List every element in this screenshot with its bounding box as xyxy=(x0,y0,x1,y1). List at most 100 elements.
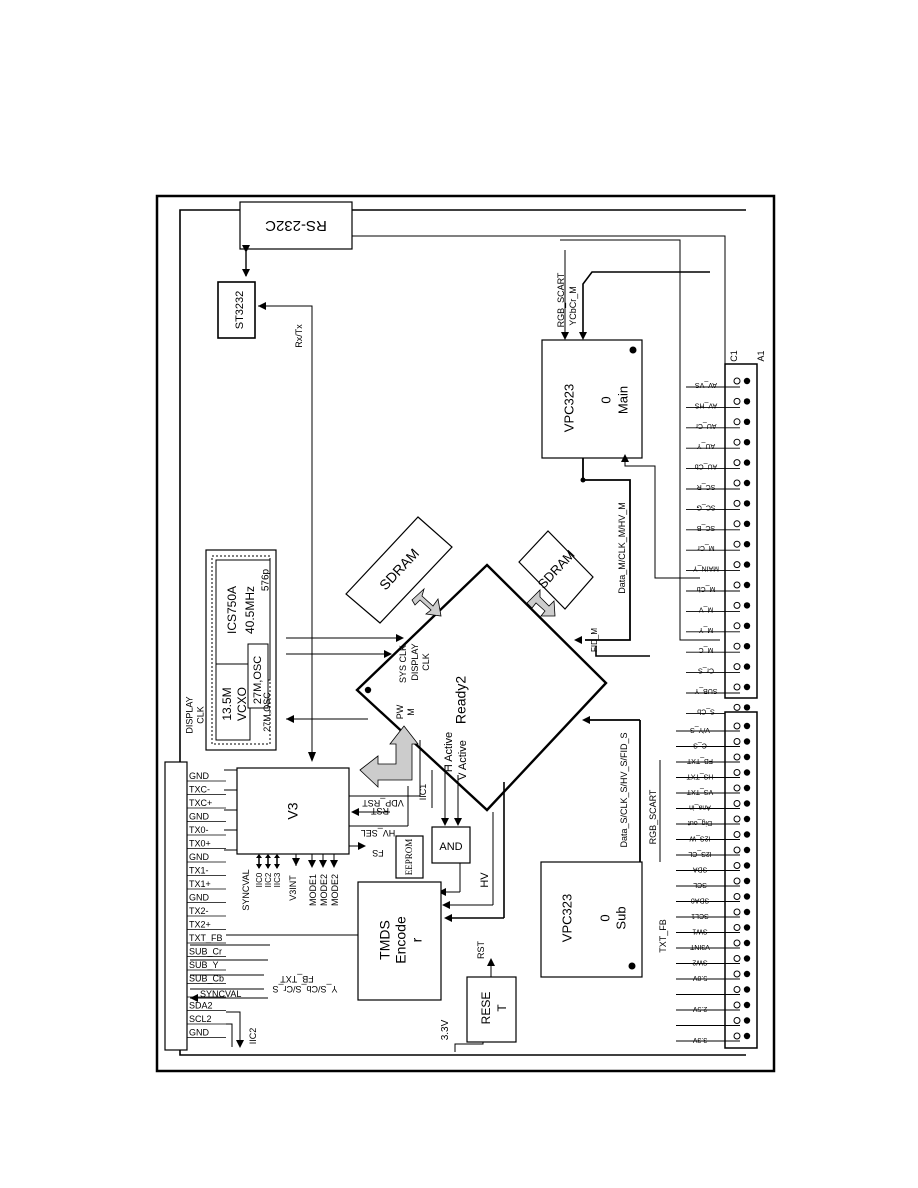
svg-text:TMDS: TMDS xyxy=(377,920,393,960)
iic-bus-arrow xyxy=(256,864,262,869)
connector-pin-dot xyxy=(743,439,751,446)
left-connector-pin-label: TX0- xyxy=(189,825,209,835)
iic-bus-arrow xyxy=(274,854,280,858)
hv-sel-label: HV_SEL xyxy=(361,828,396,838)
connector-pin-hole xyxy=(733,769,741,776)
connector-b-pin-label: SW1 xyxy=(692,928,707,935)
h-active-label: H Active xyxy=(443,732,455,772)
left-connector-pin-label: SUB_Cb xyxy=(189,974,224,984)
sdram-block-1: SDRAM xyxy=(345,516,453,624)
ys-label: Y_S/Cb_S/Cr_S xyxy=(272,984,337,994)
mode-label: MODE2 xyxy=(330,874,340,906)
tmds-encoder-block: TMDS Encode r xyxy=(357,881,442,1001)
connector-pin-hole xyxy=(733,986,741,993)
connector-pin-dot xyxy=(743,784,751,792)
connector-pin-dot xyxy=(743,520,751,527)
connector-pin-dot xyxy=(743,1017,751,1024)
connector-pin-hole xyxy=(733,601,741,609)
connector-pin-dot xyxy=(743,862,751,869)
connector-pin-hole xyxy=(733,862,741,869)
connector-pin-hole xyxy=(733,815,741,823)
fid-m-label: FID_M xyxy=(590,628,599,652)
left-connector-pin-label: GND xyxy=(189,771,210,781)
connector-pin-dot xyxy=(743,643,751,650)
v3-block: V3 xyxy=(236,767,350,855)
connector-pin-hole xyxy=(733,784,741,792)
connector-pin-hole xyxy=(733,753,741,761)
connector-pin-dot xyxy=(743,459,751,466)
reset-block: RESE T xyxy=(466,976,517,1043)
svg-text:576p: 576p xyxy=(261,568,272,591)
display-clk-label-1: DISPLAY xyxy=(410,643,420,680)
svg-text:RESE: RESE xyxy=(479,992,493,1025)
connector-pin-hole xyxy=(733,1032,741,1040)
connector-pin-hole xyxy=(733,939,741,947)
left-connector xyxy=(164,761,188,1051)
connector-pin-dot xyxy=(743,769,751,776)
connector-pin-dot xyxy=(743,800,751,807)
left-connector-pin-label: GND xyxy=(189,893,210,903)
vpc3230-sub-block: VPC323 0 Sub xyxy=(540,861,643,978)
svg-text:EEPROM: EEPROM xyxy=(404,839,414,876)
connector-a1-pin-label: SC_G xyxy=(696,503,715,510)
connector-pin-hole xyxy=(733,970,741,978)
connector-pin-hole xyxy=(733,738,741,745)
c1-label: C1 xyxy=(729,350,739,362)
outer-frame xyxy=(155,194,776,1073)
connector-pin-dot xyxy=(743,704,751,711)
connector-pin-dot xyxy=(743,1032,751,1040)
connector-pin-hole xyxy=(733,924,741,931)
connector-pin-hole xyxy=(733,459,741,467)
rs232c-block: RS-232C xyxy=(239,201,353,250)
connector-b-pin-label: SDA0 xyxy=(691,897,709,904)
mode-label: MODE2 xyxy=(319,874,329,906)
svg-text:T: T xyxy=(495,1004,509,1012)
connector-b-pin-label: 5.0V xyxy=(692,974,707,981)
connector-pin-dot xyxy=(743,683,751,691)
connector-pin-hole xyxy=(733,561,741,569)
rgb-scart-label: RGB_SCART xyxy=(556,272,566,327)
connector-pin-dot xyxy=(743,561,751,568)
connector-pin-hole xyxy=(733,397,741,405)
left-connector-pin-label: TXC- xyxy=(189,785,210,795)
v3-link-arrow xyxy=(359,725,419,788)
left-connector-pin-label: SDA2 xyxy=(189,1001,213,1011)
v-active-label: V Active xyxy=(457,740,469,780)
rgb-scart2-label: RGB_SCART xyxy=(648,789,658,844)
mode-arrow xyxy=(330,860,338,868)
connector-a1-pin-label: M_Y xyxy=(698,626,713,633)
iic-bus-label: IIC0 xyxy=(255,872,264,887)
syncval2-label: SYNCVAL xyxy=(200,989,241,999)
connector-pin-hole xyxy=(733,683,741,691)
connector-pin-dot xyxy=(743,663,751,670)
connector-pin-dot xyxy=(743,541,751,548)
connector-a1-pin-label: S_Cb xyxy=(697,707,715,714)
ready2-block: Ready2 xyxy=(355,563,608,812)
svg-text:CLK: CLK xyxy=(195,706,205,724)
iic-bus-arrow xyxy=(265,864,271,869)
connector-pin-hole xyxy=(733,831,741,838)
pwm-label-2: M xyxy=(406,708,416,716)
connector-a1-pin-label: M_V xyxy=(698,605,713,612)
v33-label: 3.3V xyxy=(440,1019,451,1040)
connector-pin-hole xyxy=(733,499,741,507)
svg-text:DISPLAY: DISPLAY xyxy=(184,696,194,733)
left-connector-pin-label: TX0+ xyxy=(189,839,211,849)
mode-arrow xyxy=(319,860,327,868)
eeprom-block: EEPROM xyxy=(395,835,424,879)
connector-pin-dot xyxy=(743,722,751,730)
connector-b-pin-label: V3INT xyxy=(689,943,710,950)
connector-pin-dot xyxy=(743,418,751,425)
connector-b-pin-label: V/Y_S xyxy=(690,726,710,733)
connector-b-pin-label: 3.3V xyxy=(692,1036,707,1043)
rst-label: RST xyxy=(370,806,389,816)
connector-b-pin-label: I2S_W xyxy=(689,835,710,842)
iic-bus-arrow xyxy=(256,854,262,858)
connector-pin-hole xyxy=(733,800,741,807)
left-connector-pin-label: SCL2 xyxy=(189,1014,212,1024)
connector-pin-hole xyxy=(733,642,741,650)
connector-pin-hole xyxy=(733,1001,741,1009)
connector-pin-dot xyxy=(743,908,751,916)
